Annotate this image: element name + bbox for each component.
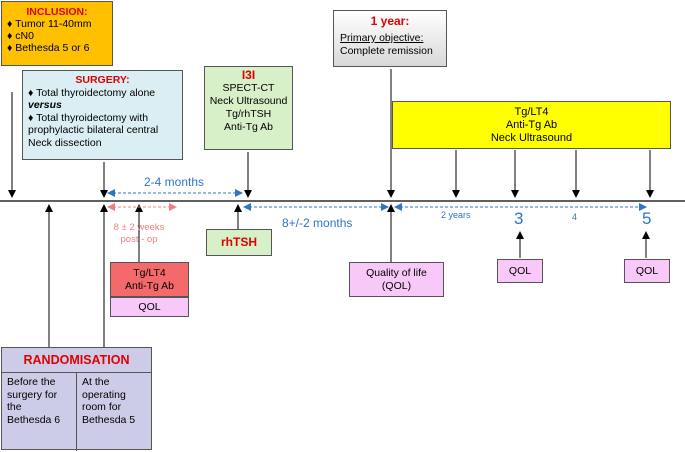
i131-line: Tg/rhTSH [225,108,272,120]
tg-lt4-line: Tg/LT4 [133,267,166,279]
surgery-versus: versus [28,99,62,111]
qol-label: QOL [508,265,532,277]
followup-line: Tg/LT4 [514,106,549,118]
quality-of-life-box: Quality of life (QOL) [349,262,444,297]
label-year-4: 4 [572,212,578,222]
randomisation-left: Before the surgery for the Bethesda 6 [2,373,77,451]
label-2-years: 2 years [441,210,471,220]
followup-line: Neck Ultrasound [490,132,573,144]
randomisation-right-line: Bethesda 5 [82,413,136,426]
qol-label: QOL [635,265,659,277]
tg-lt4-box: Tg/LT4 Anti-Tg Ab [110,262,189,297]
followup-line: Anti-Tg Ab [505,119,558,131]
qol-box-postop: QOL [110,297,189,317]
randomisation-right-line: operating [82,388,126,401]
qol-label: QOL [138,301,161,313]
quality-line: (QOL) [381,280,412,292]
primary-objective-label: Primary objective: [340,32,424,44]
inclusion-item: ♦ cN0 [7,30,34,42]
label-2-4-months: 2-4 months [144,175,205,189]
followup-box: Tg/LT4 Anti-Tg Ab Neck Ultrasound [392,101,671,149]
postop-line: 8 ± 2 weeks [113,222,165,233]
inclusion-item: ♦ Tumor 11-40mm [7,18,92,30]
rhtsh-label: rhTSH [221,235,257,249]
quality-line: Quality of life [366,267,427,279]
year1-box: 1 year: Primary objective: Complete remi… [333,10,447,67]
randomisation-left-line: surgery for [7,388,58,401]
randomisation-right: At the operating room for Bethesda 5 [77,373,151,451]
randomisation-right-line: At the [82,376,110,388]
randomisation-left-line: Before the [7,376,56,388]
randomisation-box: RANDOMISATION Before the surgery for the… [1,347,152,451]
i131-line: Anti-Tg Ab [223,121,274,133]
surgery-box: SURGERY: ♦ Total thyroidectomy alone ver… [22,70,183,160]
rhtsh-box: rhTSH [206,229,272,256]
label-year-5: 5 [642,209,652,228]
randomisation-columns: Before the surgery for the Bethesda 6 At… [2,373,151,451]
i131-line: SPECT-CT [222,82,275,94]
i131-box: I3I SPECT-CT Neck Ultrasound Tg/rhTSH An… [204,66,293,150]
randomisation-right-line: room for [82,401,122,413]
qol-box-year5: QOL [624,259,670,283]
label-8-months: 8+/-2 months [282,216,353,230]
label-year-3: 3 [514,209,524,228]
postop-label: 8 ± 2 weeks post - op [108,222,170,246]
postop-line: post - op [120,234,158,245]
inclusion-item: ♦ Bethesda 5 or 6 [7,42,90,54]
surgery-line: ♦ Total thyroidectomy alone [28,86,156,99]
surgery-line: ♦ Total thyroidectomy with [28,111,149,124]
surgery-title: SURGERY: [75,74,130,86]
i131-title: I3I [241,68,256,82]
tg-lt4-line: Anti-Tg Ab [124,280,175,292]
primary-objective: Complete remission [340,45,433,57]
randomisation-left-line: the [7,401,22,413]
randomisation-left-line: Bethesda 6 [7,413,61,426]
surgery-line: Neck dissection [28,136,102,149]
year1-title: 1 year: [370,14,410,28]
qol-box-year3: QOL [497,259,543,283]
randomisation-title: RANDOMISATION [2,348,151,373]
i131-line: Neck Ultrasound [209,95,288,107]
inclusion-title: INCLUSION: [26,6,88,18]
surgery-line: prophylactic bilateral central [28,124,159,136]
inclusion-box: INCLUSION: ♦ Tumor 11-40mm ♦ cN0 ♦ Bethe… [1,1,113,66]
